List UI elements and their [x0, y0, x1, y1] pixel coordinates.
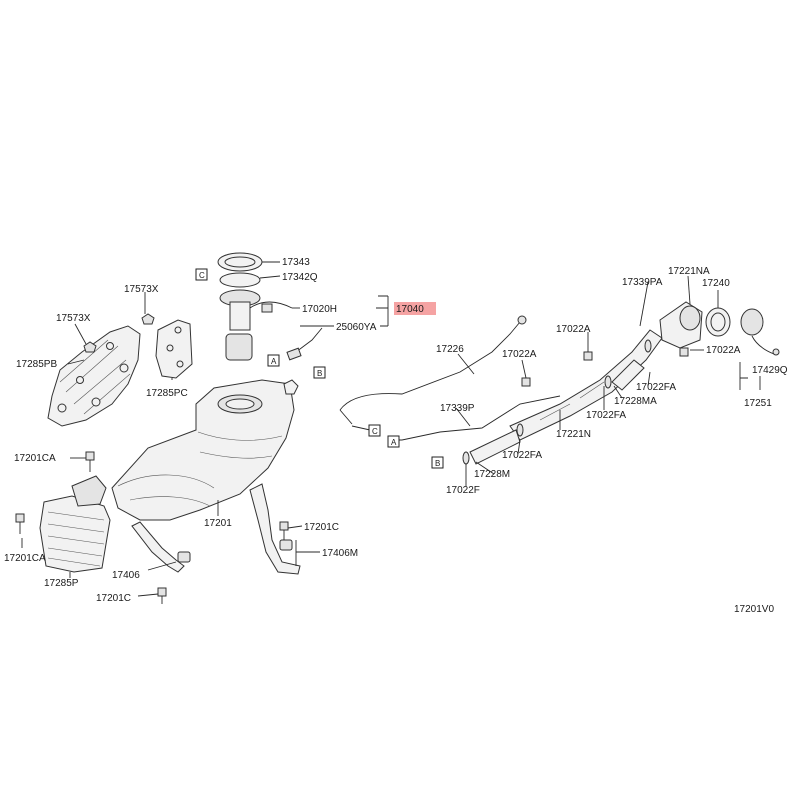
label-17221na: 17221NA — [668, 266, 710, 277]
tether-17429q — [772, 348, 780, 356]
leader-lines — [21, 261, 761, 597]
label-17022a-center: 17022A — [556, 324, 591, 335]
vent-tube-17339p — [401, 395, 561, 441]
heat-shield-17285pb — [47, 325, 141, 427]
label-17339p: 17339P — [440, 403, 475, 414]
label-17201c-lower: 17201C — [96, 593, 131, 604]
bolt-17201ca-upper — [85, 451, 95, 472]
label-17022fa-lower: 17022FA — [502, 450, 542, 461]
tank-strap-17406 — [131, 521, 191, 573]
fuel-tank-17201 — [111, 379, 299, 521]
label-17201: 17201 — [204, 518, 232, 529]
label-17226: 17226 — [436, 344, 464, 355]
label-17228m: 17228M — [474, 469, 510, 480]
label-25060ya: 25060YA — [336, 322, 377, 333]
label-corner-code: 17201V0 — [734, 604, 774, 615]
label-17201ca-lower: 17201CA — [4, 553, 46, 564]
label-17020h: 17020H — [302, 304, 337, 315]
callout-box-b-line: B — [431, 456, 444, 469]
label-17022fa-right: 17022FA — [636, 382, 676, 393]
label-17406m: 17406M — [322, 548, 358, 559]
tank-strap-17406m — [249, 483, 301, 575]
mount-bracket-17285p-upper — [71, 475, 107, 507]
svg-text:C: C — [372, 427, 378, 436]
heat-shield-17285p — [39, 495, 111, 573]
part-labels: 17343 17342Q 17020H 17040 25060YA 17573X… — [4, 257, 788, 615]
label-17342q: 17342Q — [282, 272, 318, 283]
bracket-17285pc — [155, 319, 193, 379]
label-17022fa-center: 17022FA — [586, 410, 626, 421]
svg-text:B: B — [435, 459, 440, 468]
label-17022f: 17022F — [446, 485, 480, 496]
label-17228ma: 17228MA — [614, 396, 657, 407]
callout-box-c-line: C — [368, 424, 381, 437]
label-17240: 17240 — [702, 278, 730, 289]
callout-box-b-pump: B — [313, 366, 326, 379]
filler-ring-17240 — [705, 307, 731, 337]
label-17429q: 17429Q — [752, 365, 788, 376]
svg-text:B: B — [317, 369, 322, 378]
label-17573x-lower: 17573X — [56, 313, 91, 324]
label-17285pb: 17285PB — [16, 359, 57, 370]
clip-17573x-lower — [83, 341, 97, 353]
sender-unit-25060ya — [286, 327, 323, 361]
svg-text:A: A — [271, 357, 277, 366]
callout-box-c-pump: C — [195, 268, 208, 281]
label-17285p: 17285P — [44, 578, 79, 589]
label-17040: 17040 — [396, 304, 424, 315]
filler-neck-17221na — [659, 301, 703, 349]
vent-tube-17226 — [339, 315, 527, 425]
label-17201c-right: 17201C — [304, 522, 339, 533]
fuel-pump-module-17040 — [219, 289, 293, 361]
filler-hose-17228ma — [611, 359, 645, 391]
svg-text:A: A — [391, 438, 397, 447]
pump-oring-17342q — [219, 272, 261, 288]
fuel-cap-17251 — [740, 308, 775, 355]
callout-box-a-pump: A — [267, 354, 280, 367]
bolt-17201c-right — [279, 521, 289, 540]
label-17406: 17406 — [112, 570, 140, 581]
label-17343: 17343 — [282, 257, 310, 268]
label-17022a-left: 17022A — [502, 349, 537, 360]
bolt-17201ca-lower — [15, 513, 25, 534]
pump-gasket-17343 — [217, 252, 263, 272]
label-17221n: 17221N — [556, 429, 591, 440]
clip-17573x-upper — [141, 313, 155, 325]
label-17251: 17251 — [744, 398, 772, 409]
callout-box-a-line: A — [387, 435, 400, 448]
bolt-17201c-lower — [157, 587, 167, 604]
label-17285pc: 17285PC — [146, 388, 188, 399]
svg-text:C: C — [199, 271, 205, 280]
label-17022a-right: 17022A — [706, 345, 741, 356]
part-17040-highlight — [394, 302, 436, 315]
label-17201ca-upper: 17201CA — [14, 453, 56, 464]
label-17573x-upper: 17573X — [124, 284, 159, 295]
label-17339pa: 17339PA — [622, 277, 663, 288]
